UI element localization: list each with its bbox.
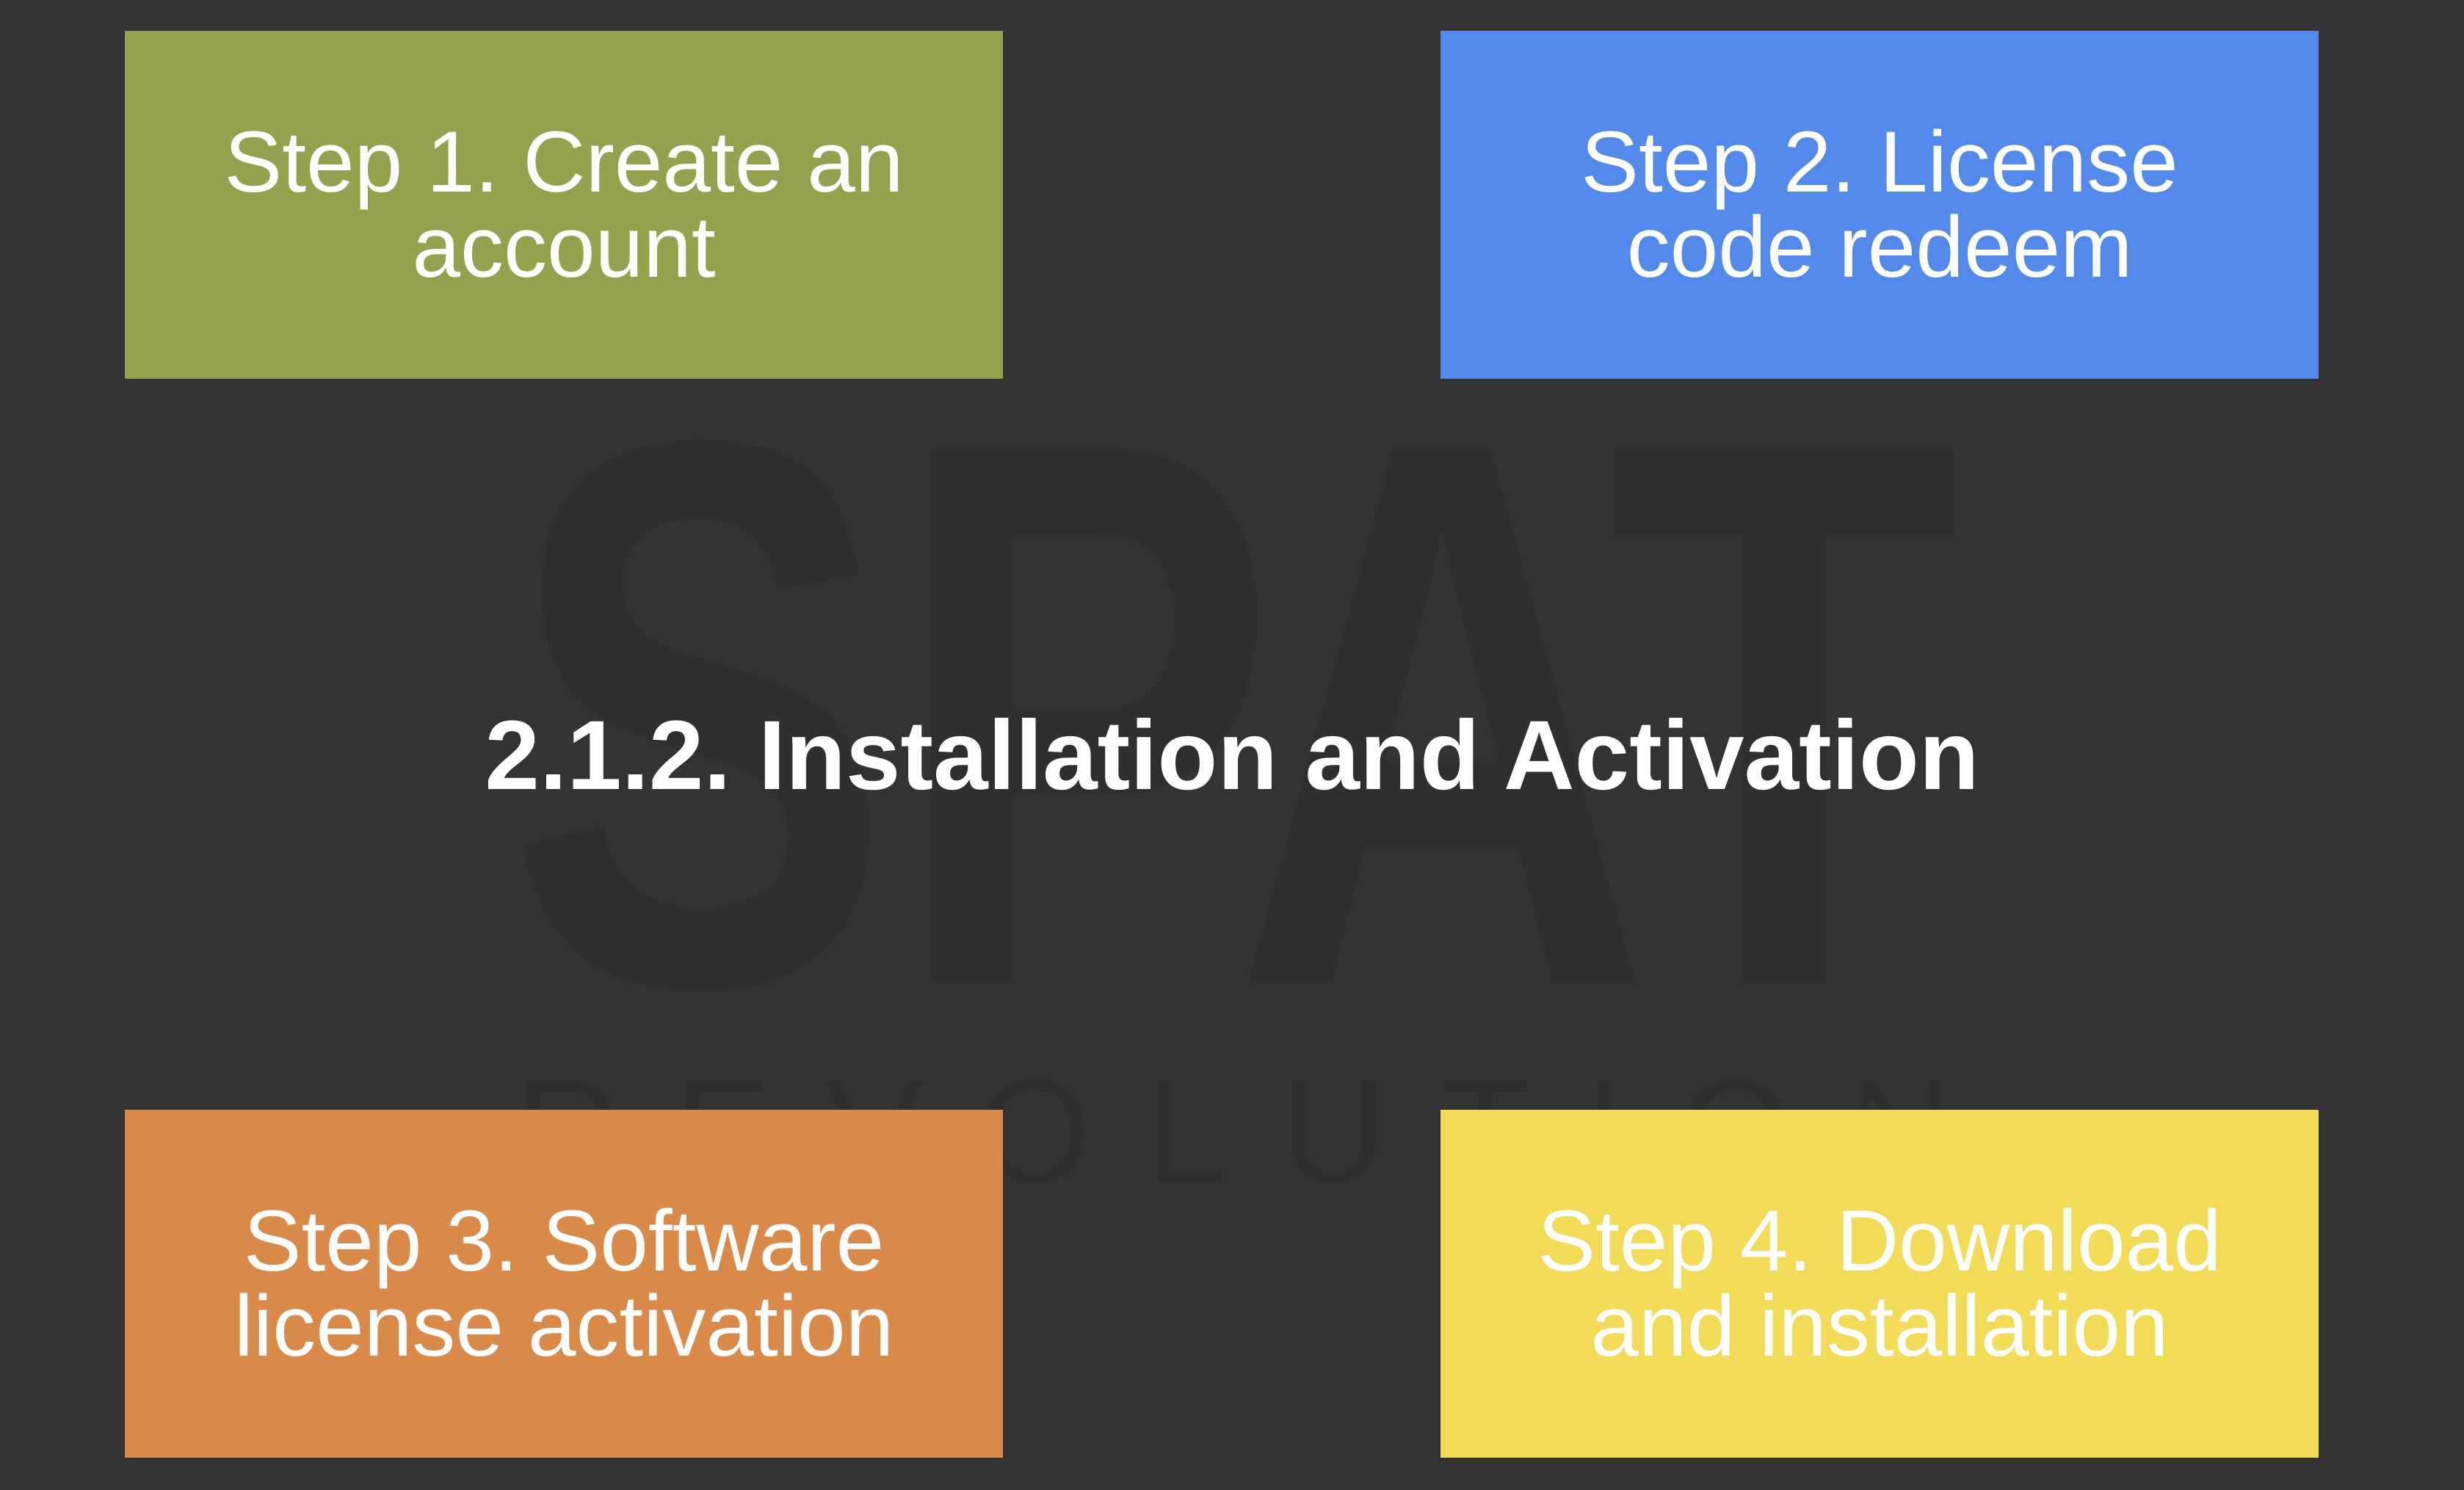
step-3-label: Step 3. Software license activation xyxy=(233,1193,894,1375)
step-1-box: Step 1. Create an account xyxy=(125,31,1003,379)
step-4-label: Step 4. Download and installation xyxy=(1537,1193,2222,1375)
step-3-box: Step 3. Software license activation xyxy=(125,1110,1003,1458)
step-1-label: Step 1. Create an account xyxy=(224,114,904,296)
step-4-box: Step 4. Download and installation xyxy=(1441,1110,2319,1458)
section-title: 2.1.2. Installation and Activation xyxy=(485,701,1979,810)
step-2-label: Step 2. License code redeem xyxy=(1581,114,2178,296)
step-2-box: Step 2. License code redeem xyxy=(1441,31,2319,379)
